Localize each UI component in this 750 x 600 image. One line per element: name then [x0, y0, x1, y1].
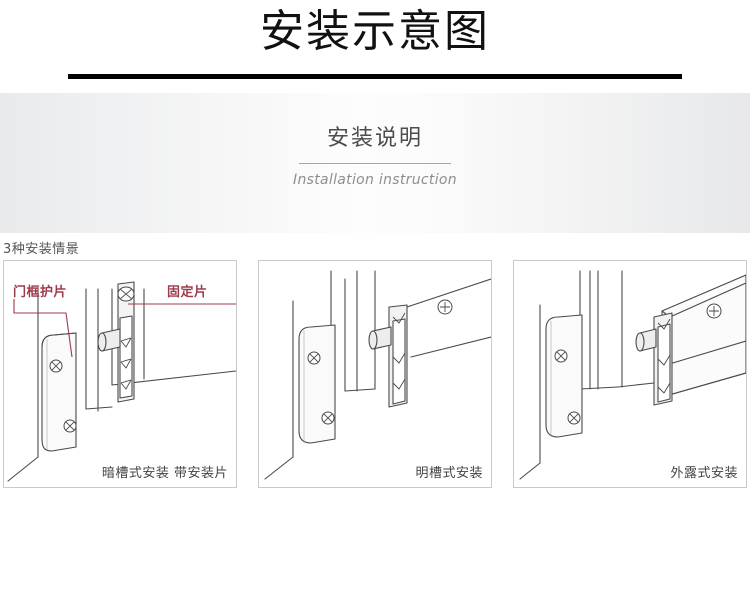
instruction-band: 安装说明 Installation instruction: [0, 93, 750, 233]
diagram-surface-mounted: [519, 270, 746, 480]
panel-caption-3: 外露式安装: [670, 466, 738, 481]
scenario-panel-1: 门框护片 固定片 暗槽式安装 带安装片: [3, 260, 237, 488]
diagram-concealed-with-plate: [7, 281, 236, 482]
title-divider: [68, 74, 682, 79]
diagram-surface-groove: [264, 270, 491, 480]
instruction-title: 安装说明: [326, 126, 423, 151]
instruction-block: 安装说明 Installation instruction: [0, 125, 750, 188]
panel-caption-2: 明槽式安装: [415, 466, 483, 481]
scenario-panel-list: 门框护片 固定片 暗槽式安装 带安装片: [0, 260, 750, 492]
instruction-subtitle: Installation instruction: [293, 171, 457, 188]
scenario-heading: 3种安装情景: [3, 242, 80, 257]
scenario-panel-2: 明槽式安装: [258, 260, 492, 488]
callout-label-door-frame-guard: 门框护片: [13, 285, 68, 300]
callout-label-fixing-plate: 固定片: [167, 285, 208, 300]
panel-caption-1: 暗槽式安装 带安装片: [101, 466, 228, 481]
page-title: 安装示意图: [260, 6, 490, 57]
instruction-divider: [299, 162, 451, 164]
scenario-panel-3: 外露式安装: [513, 260, 747, 488]
page-header: 安装示意图: [0, 0, 750, 93]
